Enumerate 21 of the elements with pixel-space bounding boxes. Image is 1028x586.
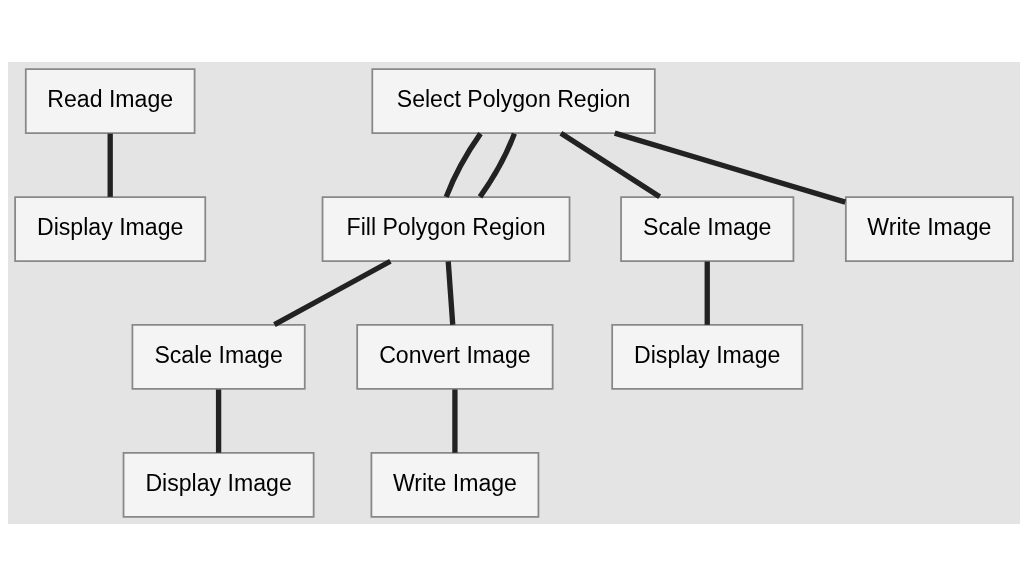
connector <box>452 389 458 453</box>
node-box: Fill Polygon Region <box>321 196 571 262</box>
node-box: Display Image <box>14 196 207 262</box>
node-box: Write Image <box>370 452 540 518</box>
connector <box>559 131 662 199</box>
connector <box>107 133 113 197</box>
connector <box>477 132 517 199</box>
node-box: Write Image <box>844 196 1014 262</box>
node-box: Select Polygon Region <box>371 68 656 134</box>
node-box: Scale Image <box>131 324 306 390</box>
connector <box>215 389 222 453</box>
node-box: Display Image <box>611 324 804 390</box>
connector <box>273 258 392 327</box>
connector <box>704 261 710 325</box>
node-box: Read Image <box>24 68 196 134</box>
node-box: Convert Image <box>356 324 554 390</box>
connector <box>613 130 846 205</box>
connector <box>443 132 483 198</box>
node-box: Scale Image <box>620 196 795 262</box>
connector <box>445 261 456 325</box>
node-box: Display Image <box>122 452 315 518</box>
